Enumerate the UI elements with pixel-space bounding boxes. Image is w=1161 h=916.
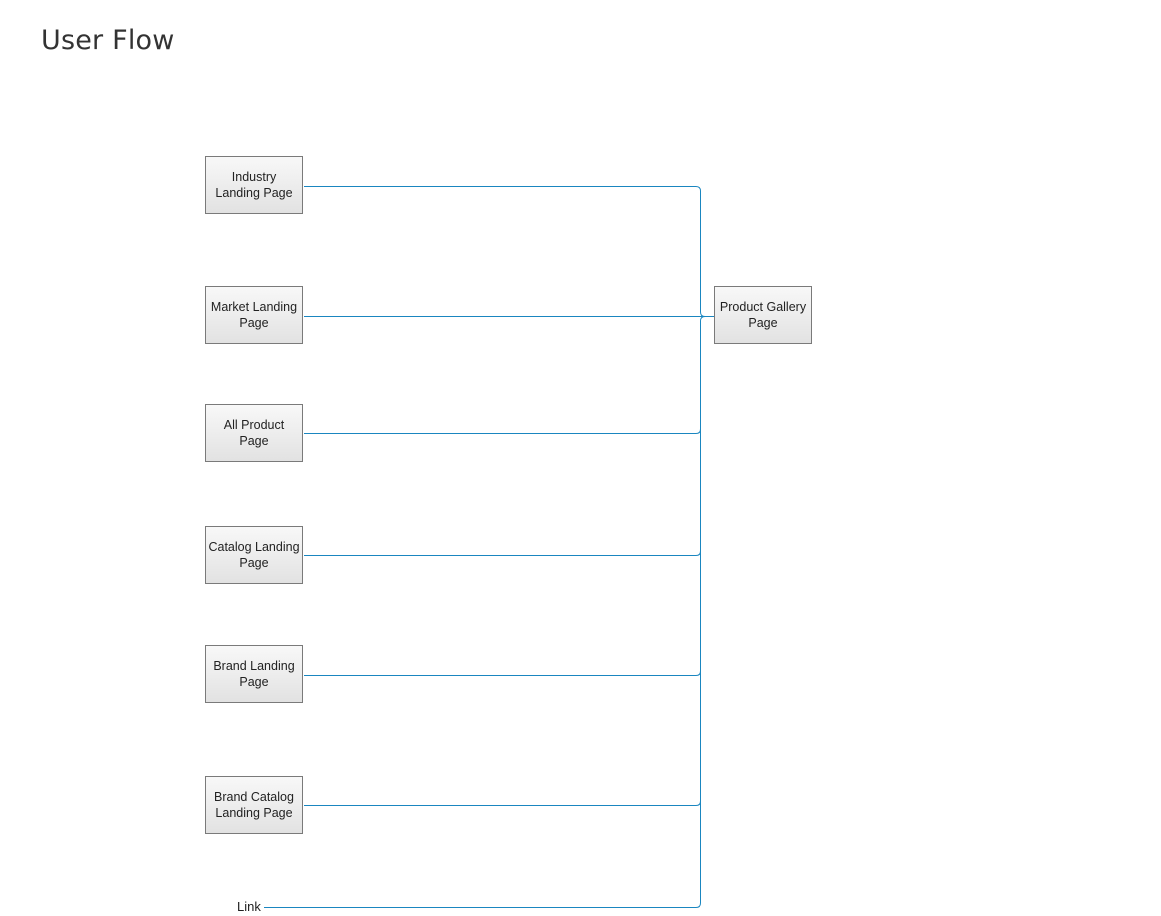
connector-catalog — [304, 550, 701, 556]
node-all-product-page[interactable]: All Product Page — [205, 404, 303, 462]
node-industry-landing-page[interactable]: Industry Landing Page — [205, 156, 303, 214]
node-product-gallery-page[interactable]: Product Gallery Page — [714, 286, 812, 344]
node-brand-landing-page[interactable]: Brand Landing Page — [205, 645, 303, 703]
node-label: Brand Catalog Landing Page — [214, 790, 294, 820]
page-title: User Flow — [41, 25, 175, 56]
node-label: All Product Page — [223, 418, 285, 448]
node-label: Industry Landing Page — [215, 170, 293, 200]
node-catalog-landing-page[interactable]: Catalog Landing Page — [205, 526, 303, 584]
connector-brand-catalog — [304, 800, 701, 806]
node-brand-catalog-landing-page[interactable]: Brand Catalog Landing Page — [205, 776, 303, 834]
connector-all-product — [304, 321, 701, 434]
node-label: Market Landing Page — [210, 300, 298, 330]
node-label: Brand Landing Page — [213, 659, 295, 689]
node-label: Product Gallery Page — [719, 300, 807, 330]
link-label[interactable]: Link — [237, 899, 261, 914]
connector-brand — [304, 670, 701, 676]
node-label: Catalog Landing Page — [208, 540, 300, 570]
connector-link — [264, 321, 701, 908]
node-market-landing-page[interactable]: Market Landing Page — [205, 286, 303, 344]
connector-junction — [700, 311, 706, 322]
connector-industry — [304, 186, 701, 312]
